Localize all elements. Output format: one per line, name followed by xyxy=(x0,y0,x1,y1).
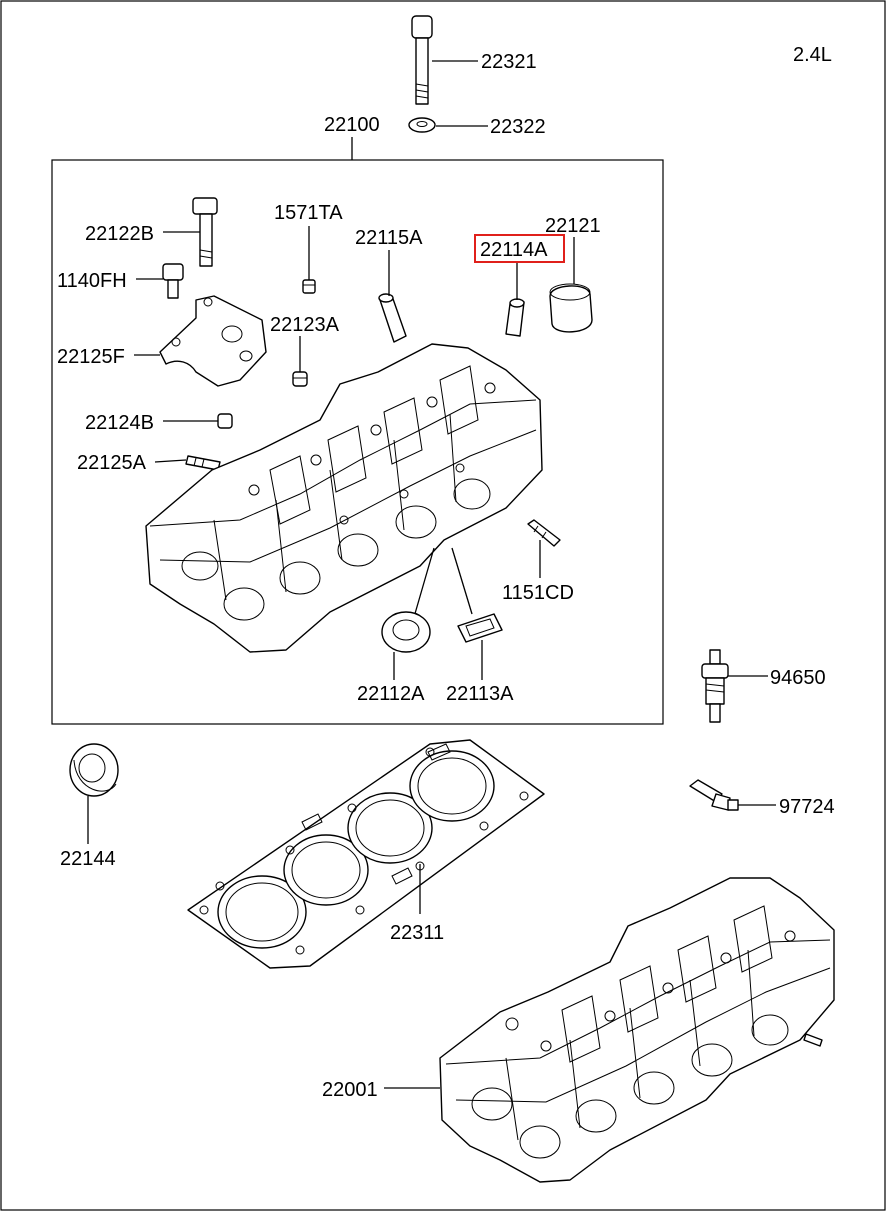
callout-22001[interactable]: 22001 xyxy=(322,1079,378,1101)
part-22123A-plug[interactable] xyxy=(292,371,308,387)
callout-22122B[interactable]: 22122B xyxy=(85,223,154,245)
cylinder-head-upper xyxy=(145,343,543,653)
part-22322-washer[interactable] xyxy=(408,117,436,133)
part-22321-bolt[interactable] xyxy=(411,15,433,105)
callout-22311[interactable]: 22311 xyxy=(390,922,444,944)
part-22122B-bolt[interactable] xyxy=(192,197,218,267)
callout-1140FH[interactable]: 1140FH xyxy=(57,270,127,292)
callout-22100[interactable]: 22100 xyxy=(324,114,380,136)
part-1571TA-plug[interactable] xyxy=(302,279,316,294)
callout-22144[interactable]: 22144 xyxy=(60,848,116,870)
part-22144-seal[interactable] xyxy=(69,743,119,797)
callout-22123A[interactable]: 22123A xyxy=(270,314,340,336)
part-22121-tappet[interactable] xyxy=(549,283,593,333)
callout-94650[interactable]: 94650 xyxy=(770,667,826,689)
part-22112A-seal[interactable] xyxy=(381,611,431,653)
callout-22114A[interactable]: 22114A xyxy=(480,239,548,261)
callout-22115A[interactable]: 22115A xyxy=(355,227,423,249)
part-94650-sensor[interactable] xyxy=(701,649,729,723)
callout-97724[interactable]: 97724 xyxy=(779,796,835,818)
part-22113A-gasket[interactable] xyxy=(457,613,503,643)
part-22125F-cap[interactable] xyxy=(159,295,267,387)
part-22311-gasket[interactable] xyxy=(187,739,545,969)
callout-22125A[interactable]: 22125A xyxy=(77,452,147,474)
part-22125A-stud[interactable] xyxy=(185,455,221,471)
callout-22322[interactable]: 22322 xyxy=(490,116,546,138)
part-1140FH-bolt[interactable] xyxy=(162,263,184,299)
callout-22113A[interactable]: 22113A xyxy=(446,683,514,705)
part-97724-sensor[interactable] xyxy=(689,779,739,811)
engine-label: 2.4L xyxy=(793,44,832,66)
callout-22124B[interactable]: 22124B xyxy=(85,412,154,434)
part-22124B-dowel[interactable] xyxy=(217,413,233,429)
callout-22121[interactable]: 22121 xyxy=(545,215,601,237)
callout-1571TA[interactable]: 1571TA xyxy=(274,202,343,224)
callout-22112A[interactable]: 22112A xyxy=(357,683,425,705)
highlight-box-22114A xyxy=(474,234,565,263)
assembly-box-22100 xyxy=(51,159,664,725)
callout-22321[interactable]: 22321 xyxy=(481,51,537,73)
part-22115A-guide[interactable] xyxy=(378,293,407,343)
part-22114A-guide[interactable] xyxy=(505,298,525,337)
part-1151CD-stud[interactable] xyxy=(527,519,561,547)
part-22001-cylinder-head[interactable] xyxy=(439,877,835,1183)
callout-22125F[interactable]: 22125F xyxy=(57,346,125,368)
callout-1151CD[interactable]: 1151CD xyxy=(502,582,574,604)
